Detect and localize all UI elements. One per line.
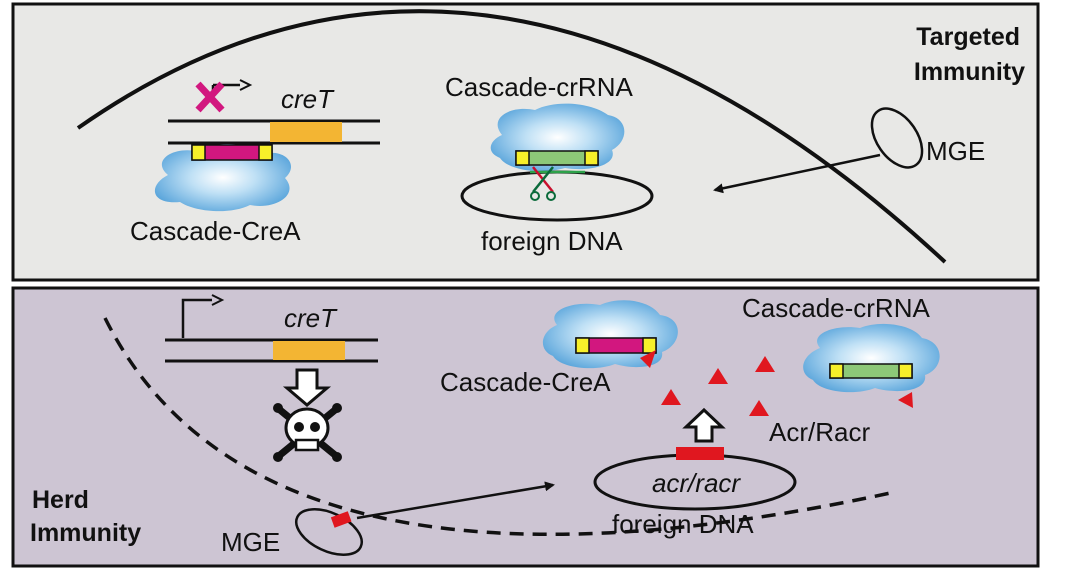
cascade-crrna-complex: [490, 103, 625, 172]
acr-triangle: [898, 392, 913, 408]
acr-triangle: [755, 356, 775, 372]
cret-locus: [165, 294, 378, 363]
acr-proteins: [640, 350, 913, 416]
cascade-crea-label: Cascade-CreA: [130, 216, 301, 246]
cascade-crea-complex: [542, 300, 678, 369]
scissors-icon: [530, 166, 556, 201]
acr-triangle: [749, 400, 769, 416]
mge-plasmid: [295, 508, 363, 556]
cascade-crea-label: Cascade-CreA: [440, 367, 611, 397]
cret-gene-label: creT: [281, 84, 335, 114]
panel-title-line2: Immunity: [914, 58, 1025, 86]
mge-entry-arrow: [713, 153, 881, 194]
hollow-down-arrow-icon: [282, 368, 332, 407]
top-panel: Targeted Immunity creT Cascade-CreA C: [11, 2, 1040, 282]
mge-entry-arrow: [356, 481, 555, 520]
acr-gene-label: acr/racr: [652, 468, 741, 498]
acr-gene-box: [676, 447, 724, 460]
cell-membrane-arc: [76, 9, 947, 264]
cret-gene-box: [270, 122, 342, 142]
panel-title-line1: Targeted: [916, 23, 1020, 51]
mge-label: MGE: [221, 527, 280, 557]
acr-triangle: [640, 350, 656, 368]
panel-title-line1: Herd: [32, 486, 89, 514]
cret-gene-box: [273, 341, 345, 360]
foreign-dna-label: foreign DNA: [481, 226, 623, 256]
x-mark-icon: [195, 81, 225, 113]
panel-title-line2: Immunity: [30, 519, 141, 547]
hollow-up-arrow-icon: [682, 407, 726, 443]
cascade-crrna-label: Cascade-crRNA: [445, 72, 633, 102]
cret-locus: [168, 79, 380, 145]
mge-acr-segment: [330, 511, 352, 528]
cascade-crrna-label: Cascade-crRNA: [742, 293, 930, 323]
skull-crossbones-icon: [273, 403, 342, 462]
acr-triangle: [708, 368, 728, 384]
cret-gene-label: creT: [284, 303, 338, 333]
cascade-crea-complex: [154, 143, 292, 212]
cell-membrane-dashed-arc: [103, 317, 896, 536]
foreign-dna-label: foreign DNA: [612, 509, 754, 539]
mge-plasmid: [870, 107, 924, 169]
acr-triangle: [661, 389, 681, 405]
cascade-crrna-complex: [803, 323, 940, 393]
mge-label: MGE: [926, 136, 985, 166]
acr-label: Acr/Racr: [769, 417, 870, 447]
promoter-arrow-icon: [181, 298, 212, 338]
bottom-panel: Herd Immunity creT: [11, 286, 1040, 568]
